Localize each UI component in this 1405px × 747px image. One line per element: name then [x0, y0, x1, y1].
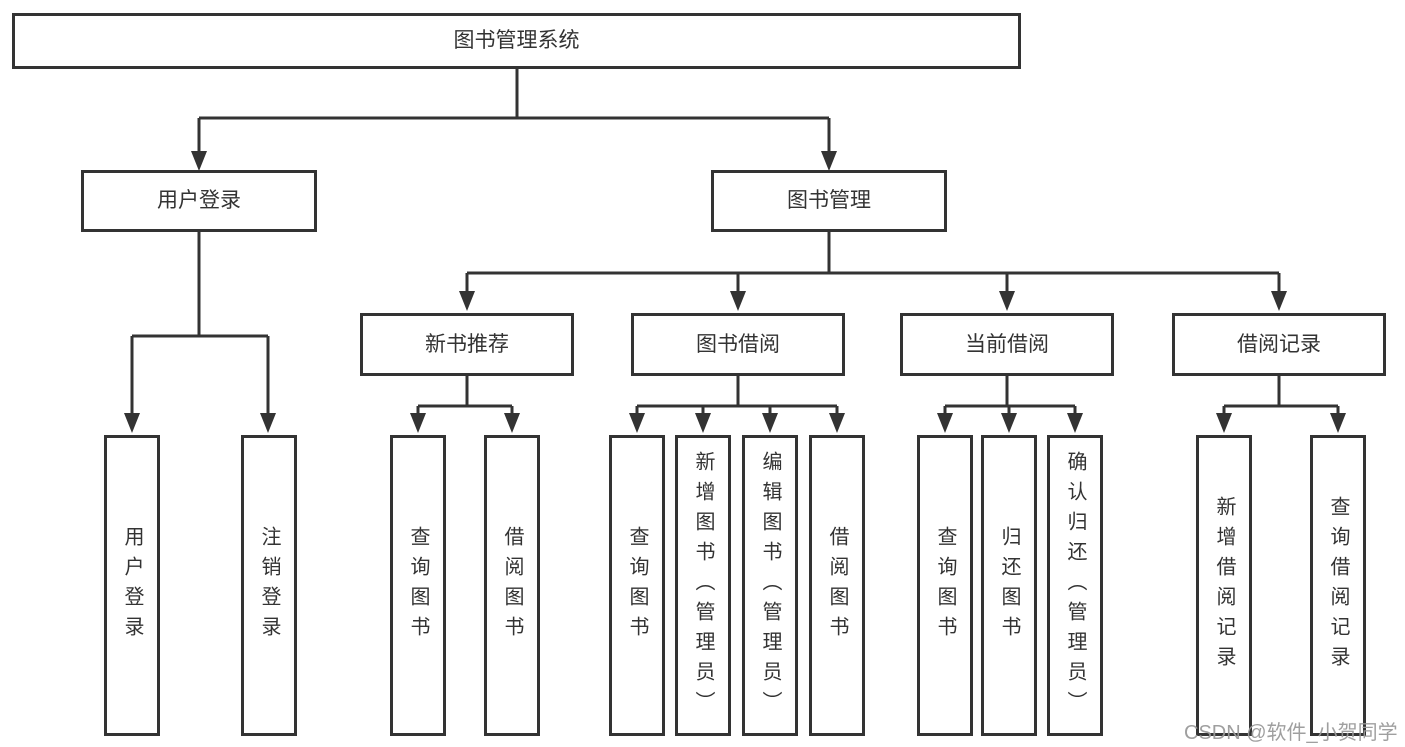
arrowhead: [695, 413, 711, 433]
leaf-query-books-2: 查询图书: [609, 435, 665, 736]
leaf-query-books-1: 查询图书: [390, 435, 446, 736]
leaf-borrow-books-1-label: 借阅图书: [501, 525, 523, 646]
leaf-borrow-books-1: 借阅图书: [484, 435, 540, 736]
leaf-add-borrow-record-label: 新增借阅记录: [1213, 495, 1235, 676]
arrowhead: [410, 413, 426, 433]
connector-book-borrowing: [635, 376, 839, 415]
node-root-label: 图书管理系统: [453, 29, 580, 53]
node-book-management: 图书管理: [711, 170, 947, 232]
connector-book-management: [465, 232, 1281, 293]
node-user-login: 用户登录: [81, 170, 317, 232]
leaf-query-books-1-label: 查询图书: [407, 525, 429, 646]
arrowhead: [730, 291, 746, 311]
leaf-query-books-3: 查询图书: [917, 435, 973, 736]
arrowhead: [459, 291, 475, 311]
arrowhead: [260, 413, 276, 433]
arrowhead: [829, 413, 845, 433]
arrowhead: [821, 151, 837, 171]
node-book-management-label: 图书管理: [787, 189, 871, 213]
leaf-add-books-admin-label: 新增图书（管理员）: [692, 450, 714, 721]
leaf-logout-label: 注销登录: [258, 525, 280, 646]
csdn-watermark: CSDN @软件_小贺同学: [1184, 722, 1398, 744]
node-book-borrowing-label: 图书借阅: [696, 332, 780, 356]
connector-current-borrowing: [943, 376, 1077, 415]
arrowhead: [504, 413, 520, 433]
arrowhead: [191, 151, 207, 171]
leaf-return-books-label: 归还图书: [998, 525, 1020, 646]
arrowhead: [999, 291, 1015, 311]
leaf-query-books-2-label: 查询图书: [626, 525, 648, 646]
node-current-borrowing-label: 当前借阅: [965, 332, 1049, 356]
leaf-query-borrow-record: 查询借阅记录: [1310, 435, 1366, 736]
arrowhead: [1067, 413, 1083, 433]
arrowhead: [937, 413, 953, 433]
leaf-logout: 注销登录: [241, 435, 297, 736]
node-current-borrowing: 当前借阅: [900, 313, 1114, 376]
leaf-edit-books-admin-label: 编辑图书（管理员）: [759, 450, 781, 721]
leaf-query-books-3-label: 查询图书: [934, 525, 956, 646]
leaf-user-login-label: 用户登录: [121, 525, 143, 646]
arrowhead: [124, 413, 140, 433]
arrowhead: [762, 413, 778, 433]
node-new-book-recommend-label: 新书推荐: [425, 332, 509, 356]
connector-root: [197, 69, 831, 153]
leaf-borrow-books-2-label: 借阅图书: [826, 525, 848, 646]
connector-borrowing-records: [1222, 376, 1340, 415]
leaf-confirm-return-admin: 确认归还（管理员）: [1047, 435, 1103, 736]
node-borrowing-records-label: 借阅记录: [1237, 332, 1321, 356]
node-root: 图书管理系统: [12, 13, 1021, 69]
connector-user-login: [130, 232, 270, 415]
leaf-confirm-return-admin-label: 确认归还（管理员）: [1064, 450, 1086, 721]
connector-new-book-recommend: [416, 376, 514, 415]
arrowhead: [1271, 291, 1287, 311]
leaf-add-borrow-record: 新增借阅记录: [1196, 435, 1252, 736]
arrowhead: [1001, 413, 1017, 433]
leaf-query-borrow-record-label: 查询借阅记录: [1327, 495, 1349, 676]
arrowhead: [1330, 413, 1346, 433]
node-book-borrowing: 图书借阅: [631, 313, 845, 376]
node-new-book-recommend: 新书推荐: [360, 313, 574, 376]
leaf-return-books: 归还图书: [981, 435, 1037, 736]
arrowhead: [629, 413, 645, 433]
arrowhead: [1216, 413, 1232, 433]
leaf-user-login: 用户登录: [104, 435, 160, 736]
node-user-login-label: 用户登录: [157, 189, 241, 213]
leaf-add-books-admin: 新增图书（管理员）: [675, 435, 731, 736]
leaf-edit-books-admin: 编辑图书（管理员）: [742, 435, 798, 736]
leaf-borrow-books-2: 借阅图书: [809, 435, 865, 736]
node-borrowing-records: 借阅记录: [1172, 313, 1386, 376]
